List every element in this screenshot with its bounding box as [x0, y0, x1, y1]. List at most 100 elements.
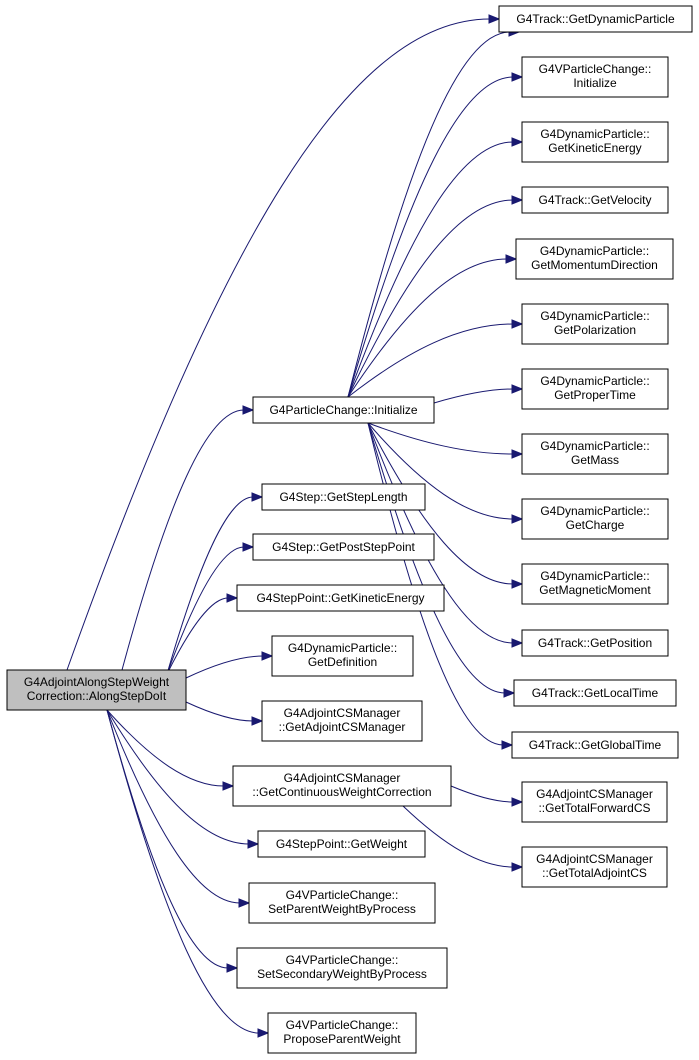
node-box-vpcinit[interactable] — [521, 56, 669, 98]
node-box-steplen[interactable] — [261, 483, 426, 511]
node-box-propose[interactable] — [267, 1012, 417, 1054]
arrowhead-mass — [511, 449, 524, 459]
node-pol[interactable]: G4DynamicParticle::GetPolarization — [521, 303, 669, 345]
edge-root-to-spke — [166, 597, 229, 675]
node-label-momdir-line-2: GetMomentumDirection — [531, 258, 658, 272]
arrowhead-momdir — [505, 254, 518, 264]
edge-cwc-to-fwdcs — [450, 785, 514, 803]
node-label-setparent-line-2: SetParentWeightByProcess — [268, 902, 416, 916]
node-label-fwdcs-line-2: ::GetTotalForwardCS — [538, 801, 650, 815]
node-dpke[interactable]: G4DynamicParticle::GetKineticEnergy — [521, 121, 669, 163]
node-label-poststep-line-1: G4Step::GetPostStepPoint — [272, 540, 415, 554]
node-setparent[interactable]: G4VParticleChange::SetParentWeightByProc… — [248, 882, 436, 924]
node-ltime[interactable]: G4Track::GetLocalTime — [513, 679, 677, 707]
node-pos[interactable]: G4Track::GetPosition — [521, 629, 669, 657]
arrowhead-csmgr — [251, 716, 264, 726]
node-magmom[interactable]: G4DynamicParticle::GetMagneticMoment — [521, 563, 669, 605]
arrowhead-charge — [511, 514, 524, 524]
arrowhead-ltime — [503, 688, 516, 698]
node-vpcinit[interactable]: G4VParticleChange::Initialize — [521, 56, 669, 98]
edge-root-to-pci — [121, 409, 245, 671]
node-box-dpdef[interactable] — [271, 635, 414, 677]
node-propose[interactable]: G4VParticleChange::ProposeParentWeight — [267, 1012, 417, 1054]
node-label-dpdef-line-2: GetDefinition — [308, 655, 377, 669]
node-box-root[interactable] — [6, 669, 187, 711]
edge-cwc-to-adjcs — [402, 805, 514, 868]
node-fwdcs[interactable]: G4AdjointCSManager::GetTotalForwardCS — [521, 781, 668, 823]
node-root[interactable]: G4AdjointAlongStepWeightCorrection::Alon… — [6, 669, 187, 711]
node-box-ltime[interactable] — [513, 679, 677, 707]
node-box-cwc[interactable] — [232, 765, 452, 807]
node-poststep[interactable]: G4Step::GetPostStepPoint — [252, 533, 435, 561]
node-label-setsec-line-1: G4VParticleChange:: — [286, 953, 399, 967]
node-box-poststep[interactable] — [252, 533, 435, 561]
arrowhead-dpke — [511, 137, 524, 147]
node-gtime[interactable]: G4Track::GetGlobalTime — [511, 731, 679, 759]
node-label-charge-line-1: G4DynamicParticle:: — [540, 504, 649, 518]
node-label-ptime-line-1: G4DynamicParticle:: — [540, 374, 649, 388]
arrowhead-cwc — [222, 781, 235, 791]
node-label-csmgr-line-2: ::GetAdjointCSManager — [279, 720, 406, 734]
node-box-pos[interactable] — [521, 629, 669, 657]
node-charge[interactable]: G4DynamicParticle::GetCharge — [521, 498, 669, 540]
node-steplen[interactable]: G4Step::GetStepLength — [261, 483, 426, 511]
edge-pci-to-momdir — [347, 258, 508, 398]
arrowhead-magmom — [511, 579, 524, 589]
arrowhead-spke — [226, 593, 239, 603]
node-box-spke[interactable] — [236, 584, 445, 612]
node-box-magmom[interactable] — [521, 563, 669, 605]
node-box-pol[interactable] — [521, 303, 669, 345]
node-box-gtime[interactable] — [511, 731, 679, 759]
node-pci[interactable]: G4ParticleChange::Initialize — [252, 396, 435, 424]
node-box-setsec[interactable] — [236, 947, 448, 989]
node-box-pci[interactable] — [252, 396, 435, 424]
node-label-adjcs-line-2: ::GetTotalAdjointCS — [542, 866, 647, 880]
node-label-root-line-1: G4AdjointAlongStepWeight — [24, 675, 170, 689]
node-box-charge[interactable] — [521, 498, 669, 540]
node-box-vel[interactable] — [521, 186, 669, 214]
node-box-csmgr[interactable] — [261, 700, 423, 742]
edge-pci-to-gtime — [367, 422, 504, 746]
node-box-setparent[interactable] — [248, 882, 436, 924]
node-ptime[interactable]: G4DynamicParticle::GetProperTime — [521, 368, 669, 410]
node-box-spw[interactable] — [257, 830, 426, 858]
arrowhead-poststep — [242, 542, 255, 552]
edge-pci-to-pol — [347, 323, 514, 398]
node-getdyn[interactable]: G4Track::GetDynamicParticle — [498, 5, 693, 33]
node-box-momdir[interactable] — [515, 238, 674, 280]
edge-pci-to-getdyn — [347, 31, 511, 398]
node-mass[interactable]: G4DynamicParticle::GetMass — [521, 433, 669, 475]
node-label-charge-line-2: GetCharge — [566, 518, 625, 532]
node-csmgr[interactable]: G4AdjointCSManager::GetAdjointCSManager — [261, 700, 423, 742]
arrowhead-adjcs — [511, 862, 524, 872]
arrowhead-gtime — [501, 740, 514, 750]
node-adjcs[interactable]: G4AdjointCSManager::GetTotalAdjointCS — [521, 846, 668, 888]
node-cwc[interactable]: G4AdjointCSManager::GetContinuousWeightC… — [232, 765, 452, 807]
node-momdir[interactable]: G4DynamicParticle::GetMomentumDirection — [515, 238, 674, 280]
arrowhead-pci — [242, 405, 255, 415]
node-label-vpcinit-line-1: G4VParticleChange:: — [539, 62, 652, 76]
arrowhead-getdyn — [488, 14, 501, 24]
node-dpdef[interactable]: G4DynamicParticle::GetDefinition — [271, 635, 414, 677]
edge-root-to-poststep — [166, 546, 245, 675]
nodes-layer: G4AdjointAlongStepWeightCorrection::Alon… — [6, 5, 693, 1054]
node-label-setparent-line-1: G4VParticleChange:: — [286, 888, 399, 902]
node-box-getdyn[interactable] — [498, 5, 693, 33]
node-label-cwc-line-1: G4AdjointCSManager — [284, 771, 401, 785]
node-box-ptime[interactable] — [521, 368, 669, 410]
node-box-mass[interactable] — [521, 433, 669, 475]
node-vel[interactable]: G4Track::GetVelocity — [521, 186, 669, 214]
arrowhead-pol — [511, 319, 524, 329]
node-spw[interactable]: G4StepPoint::GetWeight — [257, 830, 426, 858]
arrowhead-vel — [511, 195, 524, 205]
node-box-fwdcs[interactable] — [521, 781, 668, 823]
node-setsec[interactable]: G4VParticleChange::SetSecondaryWeightByP… — [236, 947, 448, 989]
node-box-dpke[interactable] — [521, 121, 669, 163]
node-label-vpcinit-line-2: Initialize — [573, 76, 617, 90]
node-label-root-line-2: Correction::AlongStepDoIt — [27, 689, 167, 703]
node-box-adjcs[interactable] — [521, 846, 668, 888]
node-spke[interactable]: G4StepPoint::GetKineticEnergy — [236, 584, 445, 612]
node-label-dpdef-line-1: G4DynamicParticle:: — [288, 641, 397, 655]
node-label-spw-line-1: G4StepPoint::GetWeight — [276, 837, 408, 851]
